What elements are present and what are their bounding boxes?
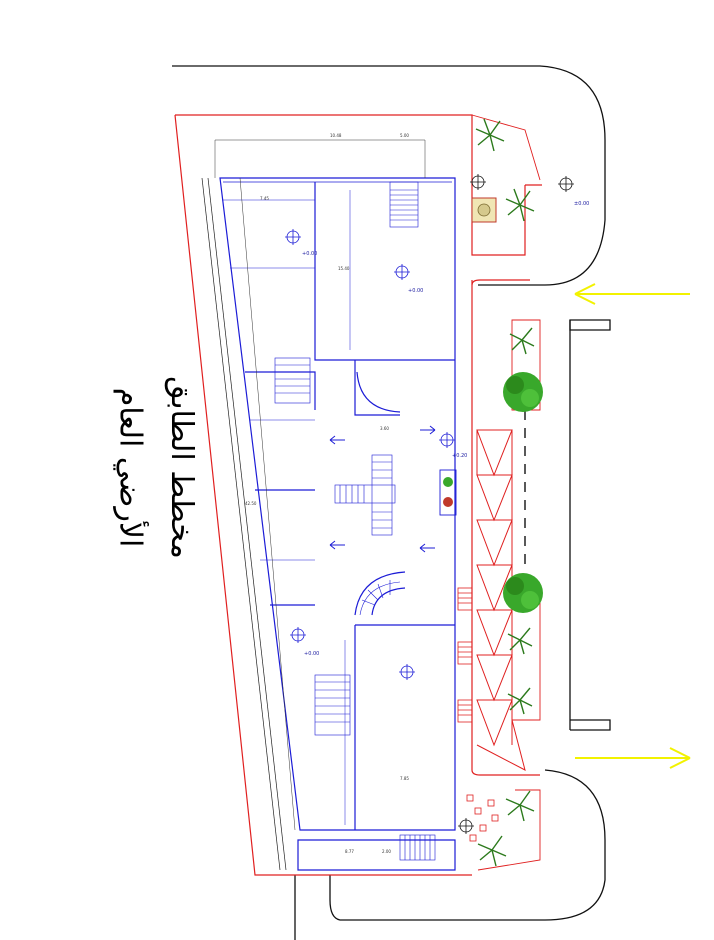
building-walls	[219, 177, 456, 871]
stair-central	[334, 454, 396, 536]
level-label-street: ±0.00	[574, 201, 589, 207]
title-line-1: مخطط الطابق	[163, 376, 199, 559]
level-markers	[285, 229, 455, 680]
level-label-hall: +0.00	[408, 288, 423, 294]
entrance-planter	[439, 469, 457, 516]
planter-strips	[471, 114, 541, 871]
level-markers-street	[458, 174, 574, 834]
facade-lines	[201, 177, 287, 871]
parking-bays	[476, 429, 526, 771]
street-outline	[172, 65, 611, 940]
palm-plant-icon	[507, 687, 533, 715]
level-label-shop-bottom: +0.00	[304, 651, 319, 657]
palm-plant-icon	[509, 327, 535, 355]
arrow-right-icon	[575, 747, 691, 769]
title-line-2: الأرضي العام	[112, 387, 148, 548]
stair-left	[274, 357, 311, 404]
palm-plants	[475, 118, 535, 867]
level-label-entrance: +0.20	[452, 453, 467, 459]
stair-spiral	[359, 580, 401, 616]
lot-boundary	[174, 114, 542, 876]
stair-bottom-corner	[399, 834, 436, 861]
stair-bottom-shop	[314, 674, 351, 736]
outdoor-seating	[466, 794, 499, 842]
palm-plant-icon	[475, 118, 505, 152]
dim-inner-a: 7.45	[260, 196, 269, 201]
arrow-left-icon	[574, 283, 690, 305]
level-label-shop-top: +0.00	[302, 251, 317, 257]
dimension-lines	[214, 139, 426, 831]
dim-bottom-a: 8.77	[345, 849, 354, 854]
dim-inner-c: 7.85	[400, 776, 409, 781]
dim-total-length: 42.50	[245, 501, 257, 506]
dim-top-gap: 5.00	[400, 133, 409, 138]
palm-plant-icon	[477, 835, 507, 867]
palm-plant-icon	[505, 790, 535, 822]
entry-steps	[457, 587, 473, 723]
palm-plant-icon	[507, 627, 533, 655]
dim-inner-b: 15.40	[338, 266, 350, 271]
palm-plant-icon	[505, 188, 535, 222]
drawing-title: مخطط الطابق الأرضي العام	[70, 300, 199, 640]
dim-inner-d: 3.60	[380, 426, 389, 431]
dim-bottom-b: 2.00	[382, 849, 391, 854]
circulation-arrows	[329, 425, 436, 553]
stair-top	[389, 181, 419, 228]
tree-canopy	[503, 372, 543, 613]
square-planter	[471, 197, 497, 223]
dim-top-width: 10.48	[330, 133, 342, 138]
